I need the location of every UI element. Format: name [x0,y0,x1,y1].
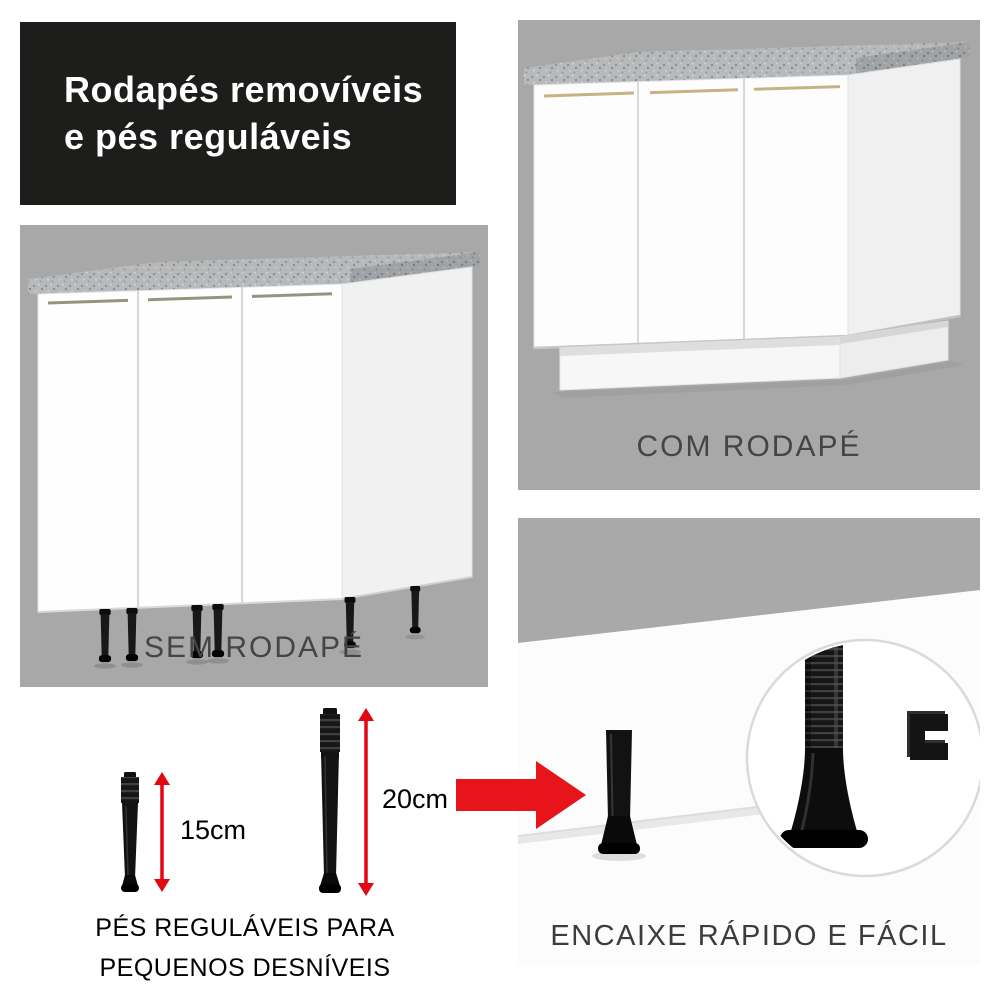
panel-sem-rodape: SEM RODAPÉ [20,225,488,687]
adjustable-foot-15cm-icon [121,772,139,892]
foot-height-20cm-label: 20cm [382,784,449,814]
sem-rodape-label: SEM RODAPÉ [143,631,365,664]
encaixe-label: ENCAIXE RÁPIDO E FÁCIL [550,920,948,952]
feet-caption: PÉS REGULÁVEIS PARA PEQUENOS DESNÍVEIS [50,908,440,988]
feet-caption-line2: PEQUENOS DESNÍVEIS [99,954,391,982]
cabinet-with-baseboard-illustration [524,42,970,398]
cabinet-without-baseboard-illustration [28,252,480,669]
adjustable-feet-section: 15cm 20cm PÉS REGULÁVEIS PARA PEQUENOS D… [0,690,510,1000]
header-title-line1: Rodapés removíveis [64,69,424,110]
header-banner: Rodapés removíveis e pés reguláveis [20,22,456,205]
panel-encaixe: ENCAIXE RÁPIDO E FÁCIL [518,518,980,965]
baseboard-fitting-closeup-illustration [518,518,980,965]
red-arrow-icon [456,761,586,829]
foot-height-15cm-label: 15cm [180,815,247,845]
com-rodape-label: COM RODAPÉ [636,430,862,463]
measure-arrow-15cm [154,772,170,892]
feet-caption-line1: PÉS REGULÁVEIS PARA [95,914,395,942]
adjustable-foot-20cm-icon [319,708,341,893]
measure-arrow-20cm [358,708,374,896]
panel-com-rodape: COM RODAPÉ [518,20,980,490]
header-title-line2: e pés reguláveis [64,116,353,157]
